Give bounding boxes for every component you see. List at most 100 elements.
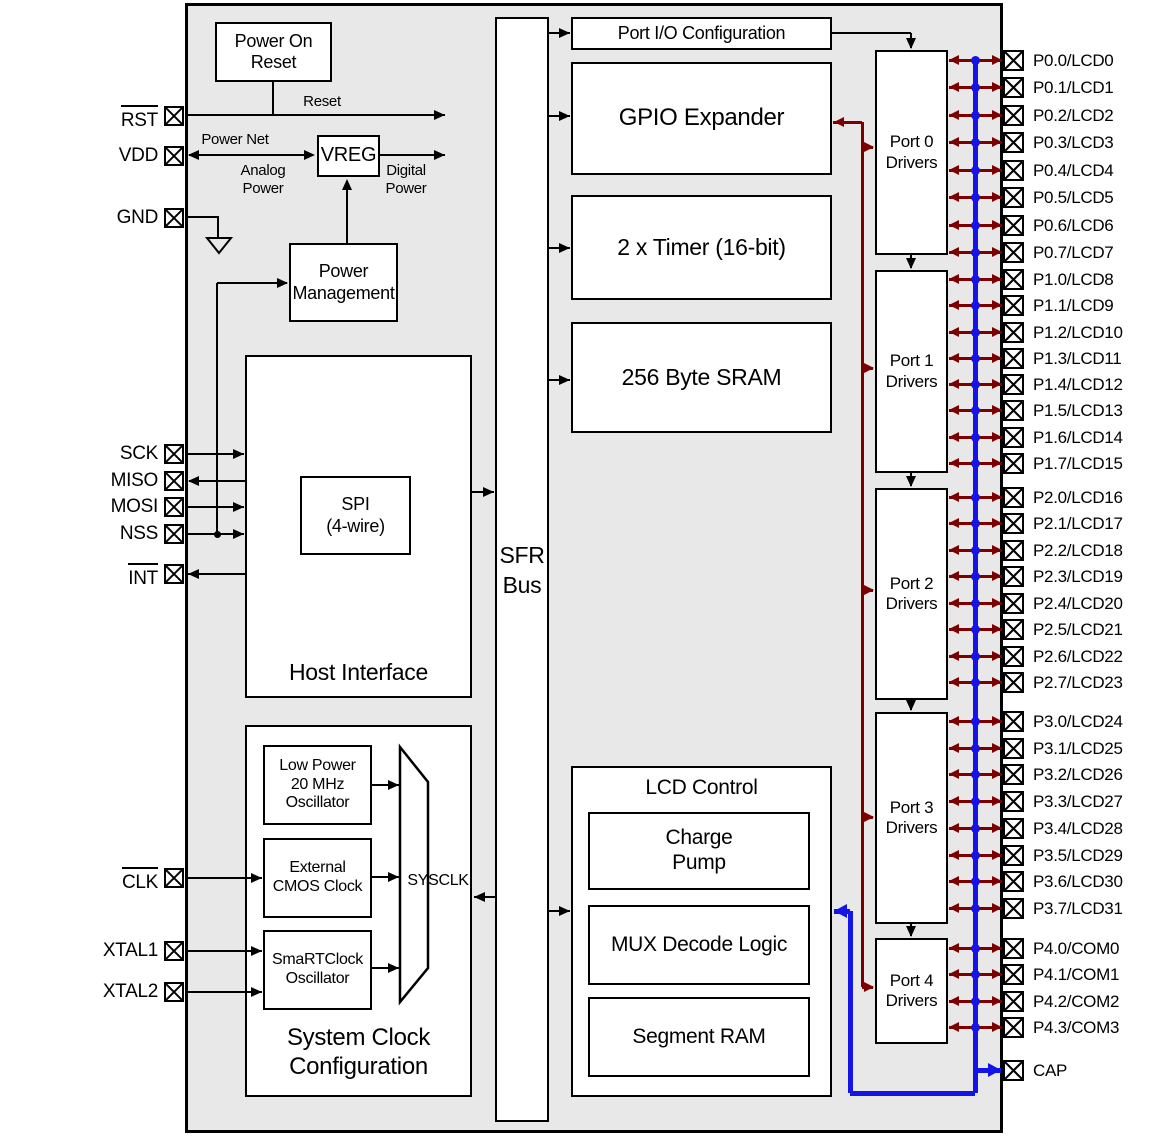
arrowhead [949, 300, 959, 310]
pin-pad-icon [1003, 347, 1024, 369]
wire-segment [185, 216, 219, 218]
wire-segment [380, 154, 445, 156]
wire-segment [847, 911, 853, 1093]
arrowhead [992, 220, 1002, 230]
arrowhead [992, 353, 1002, 363]
pin-label: P0.7/LCD7 [1033, 243, 1114, 262]
arrowhead [949, 165, 959, 175]
pin-label-text: RST [120, 105, 158, 132]
pin-pad-icon [1003, 592, 1024, 614]
wire-segment [833, 120, 862, 124]
pin-pad-icon [1003, 539, 1024, 561]
pin-label: XTAL1 [28, 940, 158, 962]
pin-label: P2.5/LCD21 [1033, 620, 1123, 639]
arrowhead [992, 55, 1002, 65]
arrowhead [992, 110, 1002, 120]
arrowhead [992, 716, 1002, 726]
junction-dot [970, 274, 980, 284]
pin-pad-icon [1003, 321, 1024, 343]
pin-pad-icon [1003, 645, 1024, 667]
arrowhead [992, 876, 1002, 886]
junction-dot [970, 769, 980, 779]
pin-label: P0.3/LCD3 [1033, 133, 1114, 152]
arrowhead [188, 475, 199, 486]
block-power-on-reset: Power On Reset [215, 22, 332, 82]
pin-label-text: NSS [119, 523, 158, 544]
wire-label-power-net: Power Net [201, 131, 269, 148]
pin-pad-icon [1003, 565, 1024, 587]
arrowhead [949, 353, 959, 363]
pin-label: RST [28, 105, 158, 131]
pin-pad-icon [1003, 790, 1024, 812]
pin-pad-icon [1003, 131, 1024, 153]
arrowhead [277, 277, 288, 288]
pin-label: XTAL2 [28, 981, 158, 1003]
pin-label: P2.0/LCD16 [1033, 488, 1123, 507]
pin-label: CLK [28, 867, 158, 893]
block-spi: SPI (4-wire) [300, 476, 411, 555]
arrowhead [992, 769, 1002, 779]
pin-label: P2.2/LCD18 [1033, 541, 1123, 560]
wire-segment [372, 876, 399, 878]
arrowhead [233, 528, 244, 539]
arrowhead [949, 943, 959, 953]
arrowhead [188, 149, 199, 160]
pin-pad-icon [1003, 990, 1024, 1012]
pin-label: P2.6/LCD22 [1033, 647, 1123, 666]
pin-label: P1.1/LCD9 [1033, 296, 1114, 315]
arrowhead [251, 945, 262, 956]
junction-dot [970, 969, 980, 979]
pin-label: P1.2/LCD10 [1033, 323, 1123, 342]
system-clock-config-label: System Clock Configuration [286, 1024, 431, 1080]
lcd-control-label: LCD Control [645, 776, 758, 799]
junction-dot [970, 943, 980, 953]
pin-pad-icon [164, 208, 184, 228]
pin-label: P4.1/COM1 [1033, 965, 1120, 984]
arrowhead [992, 850, 1002, 860]
junction-dot [970, 82, 980, 92]
junction-dot [970, 379, 980, 389]
pin-label: P4.3/COM3 [1033, 1018, 1120, 1037]
arrowhead [233, 501, 244, 512]
arrowhead [949, 137, 959, 147]
pin-pad-icon [1003, 671, 1024, 693]
wire-segment [272, 82, 274, 115]
block-port-3-drivers: Port 3 Drivers [875, 712, 948, 924]
arrowhead [434, 109, 445, 120]
pin-label-text: SCK [119, 443, 158, 464]
junction-dot [970, 677, 980, 687]
arrowhead [949, 274, 959, 284]
pin-pad-icon [164, 471, 184, 491]
ground-symbol-icon [204, 237, 234, 255]
pin-label: P4.2/COM2 [1033, 992, 1120, 1011]
arrowhead [949, 823, 959, 833]
pin-pad-icon [164, 106, 184, 126]
junction-dot [970, 903, 980, 913]
pin-pad-icon [1003, 844, 1024, 866]
arrowhead [992, 969, 1002, 979]
wire-label-analog-power: Analog Power [240, 162, 286, 197]
pin-pad-icon [1003, 373, 1024, 395]
pin-label: P4.0/COM0 [1033, 939, 1120, 958]
arrowhead [905, 926, 916, 937]
arrowhead [992, 165, 1002, 175]
junction-dot [970, 192, 980, 202]
arrowhead [474, 891, 485, 902]
arrowhead [388, 779, 399, 790]
arrowhead [864, 142, 874, 152]
block-smartclock-osc: SmaRTClock Oscillator [263, 930, 372, 1010]
pin-pad-icon [164, 941, 184, 961]
arrowhead [949, 518, 959, 528]
arrowhead [992, 598, 1002, 608]
pin-label: P1.7/LCD15 [1033, 454, 1123, 473]
junction-dot [970, 458, 980, 468]
arrowhead [559, 110, 570, 121]
arrowhead [388, 871, 399, 882]
wire-segment [372, 967, 399, 969]
arrowhead [905, 476, 916, 487]
arrowhead [992, 677, 1002, 687]
junction-dot [970, 545, 980, 555]
pin-pad-icon [164, 868, 184, 888]
pin-pad-icon [1003, 763, 1024, 785]
pin-pad-icon [164, 497, 184, 517]
